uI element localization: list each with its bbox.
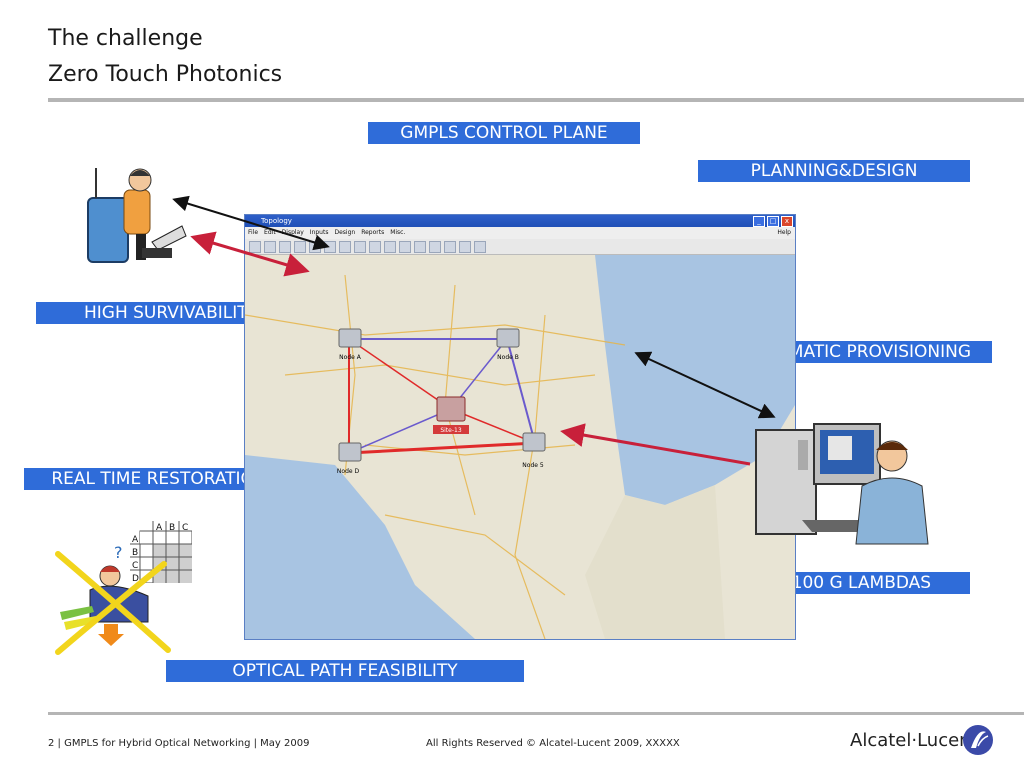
toolbar-link-button[interactable] xyxy=(429,241,441,253)
menu-help[interactable]: Help xyxy=(777,229,791,236)
close-button[interactable]: x xyxy=(781,216,793,227)
roads xyxy=(245,274,626,639)
node-d-label: Node D xyxy=(337,468,360,475)
topology-map[interactable]: Node A Node B Site-13 Node D Node 5 xyxy=(245,255,795,639)
land-central xyxy=(585,485,725,639)
arrow-operator-red xyxy=(190,231,310,277)
window-title-bar[interactable]: Topology _ □ x xyxy=(245,215,795,227)
label-planning-design: PLANNING&DESIGN xyxy=(698,160,970,182)
menu-design[interactable]: Design xyxy=(334,229,356,236)
toolbar-delete-button[interactable] xyxy=(369,241,381,253)
node-a[interactable]: Node A xyxy=(338,328,362,361)
node-5-label: Node 5 xyxy=(522,462,544,469)
toolbar-globe-button[interactable] xyxy=(474,241,486,253)
matrix-col-b: B xyxy=(169,523,175,533)
links xyxy=(348,338,536,455)
node-d[interactable]: Node D xyxy=(337,442,362,475)
node-5[interactable]: Node 5 xyxy=(522,432,546,469)
label-real-time-restoration: REAL TIME RESTORATION xyxy=(24,468,294,490)
node-site-13[interactable]: Site-13 xyxy=(433,396,469,434)
arrow-pc-red xyxy=(560,423,751,466)
brand-logo-text: Alcatel·Lucent xyxy=(850,730,978,751)
toolbar-select-button[interactable] xyxy=(384,241,396,253)
matrix-row-a: A xyxy=(132,535,139,545)
footer-slide-info: 2 | GMPLS for Hybrid Optical Networking … xyxy=(48,738,310,749)
node-b[interactable]: Node B xyxy=(496,328,520,361)
toolbar-paste-button[interactable] xyxy=(354,241,366,253)
site-13-label: Site-13 xyxy=(440,427,462,434)
maximize-button[interactable]: □ xyxy=(767,216,779,227)
toolbar-node-button[interactable] xyxy=(414,241,426,253)
bottom-divider xyxy=(48,712,1024,715)
footer-copyright: All Rights Reserved © Alcatel-Lucent 200… xyxy=(426,738,680,749)
matrix-row-d: D xyxy=(132,574,139,583)
label-optical-path-feasibility: OPTICAL PATH FEASIBILITY xyxy=(166,660,524,682)
menu-reports[interactable]: Reports xyxy=(361,229,385,236)
matrix-row-b: B xyxy=(132,548,138,558)
minimize-button[interactable]: _ xyxy=(753,216,765,227)
manual-planning-crossed-illustration: ? xyxy=(55,543,171,655)
toolbar-copy-button[interactable] xyxy=(339,241,351,253)
title-line-1: The challenge xyxy=(48,26,203,51)
toolbar-text-button[interactable] xyxy=(399,241,411,253)
sea-ligurian xyxy=(245,455,475,639)
node-a-label: Node A xyxy=(339,354,362,361)
matrix-col-a: A xyxy=(156,523,163,533)
svg-text:?: ? xyxy=(114,543,123,562)
desktop-operator-illustration xyxy=(755,423,929,545)
field-operator-illustration xyxy=(87,168,187,263)
matrix-row-c: C xyxy=(132,561,138,571)
toolbar-pen-red-button[interactable] xyxy=(459,241,471,253)
arrow-pc-black xyxy=(634,351,776,419)
label-gmpls-control-plane: GMPLS CONTROL PLANE xyxy=(368,122,640,144)
matrix-col-c: C xyxy=(182,523,188,533)
toolbar-pen-blue-button[interactable] xyxy=(444,241,456,253)
menu-misc[interactable]: Misc. xyxy=(390,229,406,236)
label-high-survivability: HIGH SURVIVABILITY xyxy=(36,302,306,324)
topology-window[interactable]: Topology _ □ x File Edit Display Inputs … xyxy=(244,214,796,640)
title-line-2: Zero Touch Photonics xyxy=(48,62,283,87)
alcatel-lucent-logo-icon xyxy=(963,725,993,755)
top-divider xyxy=(48,98,1024,102)
node-b-label: Node B xyxy=(497,354,519,361)
